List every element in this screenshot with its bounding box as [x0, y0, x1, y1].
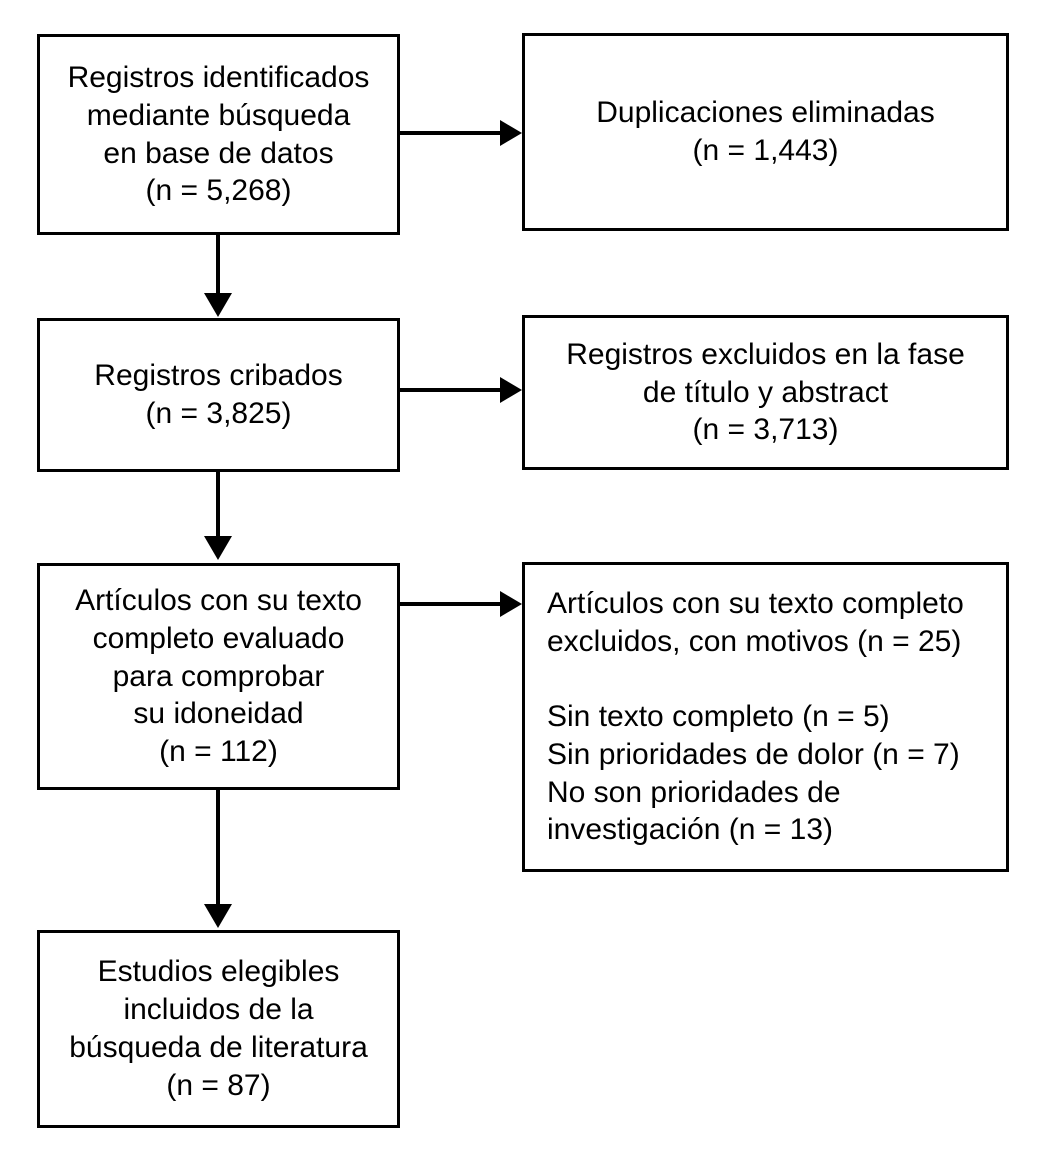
- connector-identified-to-duplicates: [400, 131, 501, 135]
- node-duplicates-removed-text: Duplicaciones eliminadas (n = 1,443): [596, 96, 935, 167]
- arrowhead-down-icon: [204, 904, 232, 928]
- node-fulltext-assessed: Artículos con su texto completo evaluado…: [37, 563, 400, 790]
- node-studies-included-text: Estudios elegibles incluidos de la búsqu…: [69, 955, 368, 1102]
- arrowhead-down-icon: [204, 536, 232, 560]
- connector-identified-to-screened: [216, 235, 220, 295]
- connector-screened-to-fulltext: [216, 472, 220, 538]
- node-fulltext-excluded-with-reasons-text: Artículos con su texto completo excluido…: [547, 586, 964, 847]
- node-fulltext-excluded-with-reasons: Artículos con su texto completo excluido…: [522, 562, 1009, 872]
- connector-fulltext-to-included: [216, 790, 220, 906]
- arrowhead-right-icon: [500, 120, 522, 146]
- connector-screened-to-excluded: [400, 388, 501, 392]
- connector-fulltext-to-excluded-reasons: [400, 602, 501, 606]
- node-studies-included: Estudios elegibles incluidos de la búsqu…: [37, 930, 400, 1128]
- node-records-screened: Registros cribados (n = 3,825): [37, 318, 400, 472]
- node-records-excluded-screening-text: Registros excluidos en la fase de título…: [566, 337, 965, 447]
- arrowhead-down-icon: [204, 293, 232, 317]
- node-records-excluded-screening: Registros excluidos en la fase de título…: [522, 315, 1009, 470]
- arrowhead-right-icon: [500, 591, 522, 617]
- node-duplicates-removed: Duplicaciones eliminadas (n = 1,443): [522, 33, 1009, 231]
- node-records-screened-text: Registros cribados (n = 3,825): [94, 359, 343, 430]
- node-fulltext-assessed-text: Artículos con su texto completo evaluado…: [75, 584, 362, 769]
- node-records-identified: Registros identificados mediante búsqued…: [37, 34, 400, 235]
- node-records-identified-text: Registros identificados mediante búsqued…: [67, 60, 370, 208]
- arrowhead-right-icon: [500, 377, 522, 403]
